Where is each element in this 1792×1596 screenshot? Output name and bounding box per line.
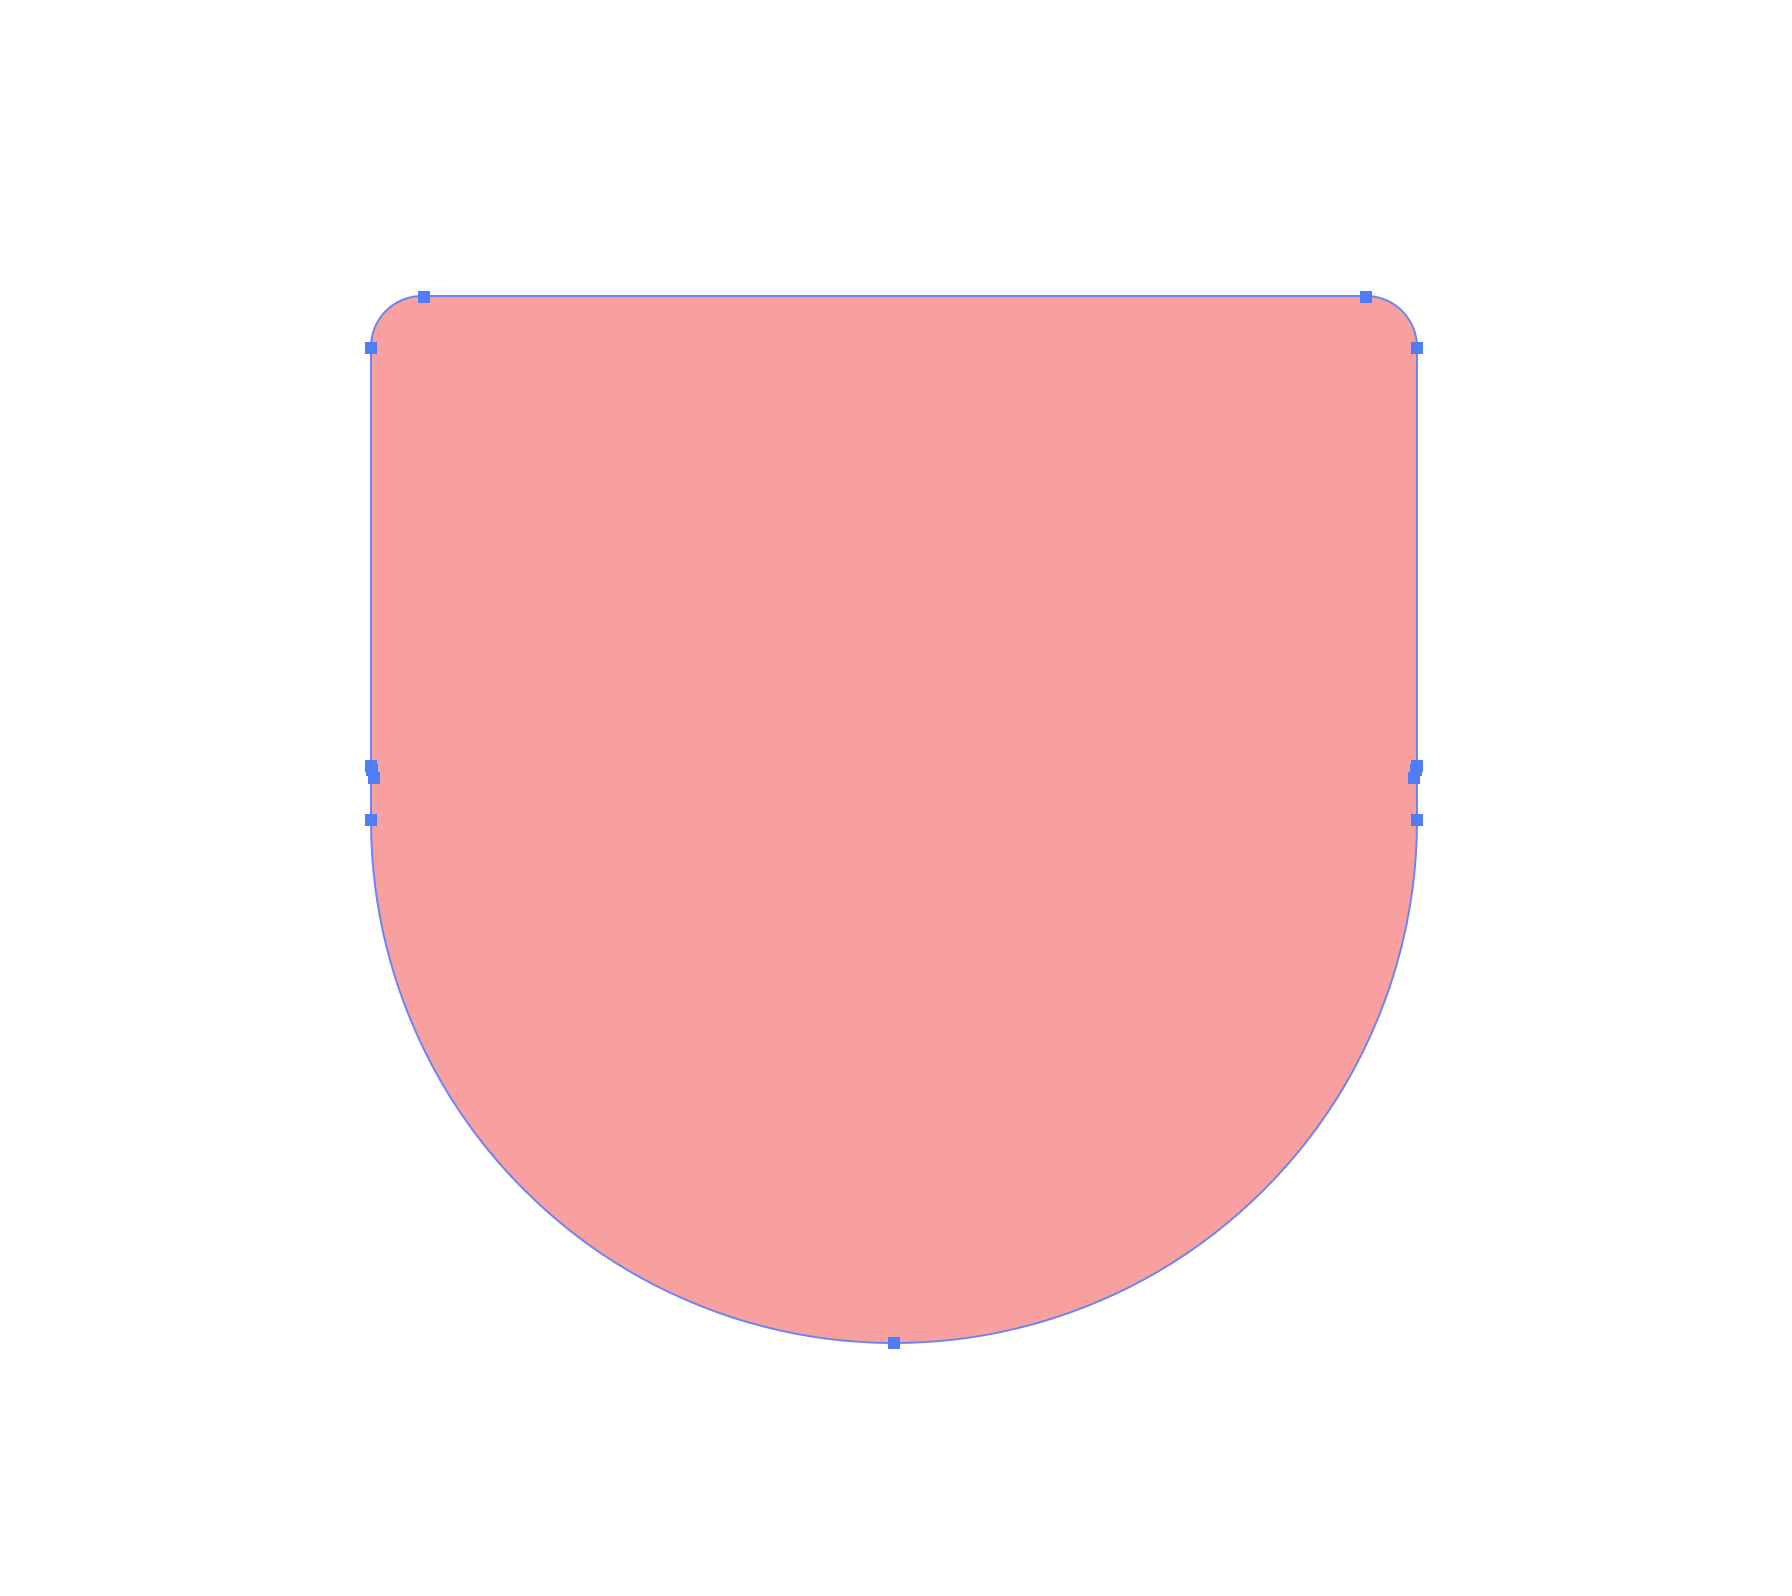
- anchor-point-handle[interactable]: [1410, 764, 1422, 776]
- anchor-point-handle[interactable]: [1411, 342, 1423, 354]
- anchor-point-handle[interactable]: [418, 291, 430, 303]
- anchor-point-handle[interactable]: [366, 764, 378, 776]
- anchor-point-handle[interactable]: [365, 342, 377, 354]
- anchor-point-handle[interactable]: [1411, 814, 1423, 826]
- anchor-point-handle[interactable]: [1360, 291, 1372, 303]
- anchor-point-handle[interactable]: [365, 814, 377, 826]
- anchor-point-handle[interactable]: [888, 1337, 900, 1349]
- anchor-points[interactable]: [365, 291, 1423, 1349]
- selected-shape[interactable]: [370, 295, 1418, 1344]
